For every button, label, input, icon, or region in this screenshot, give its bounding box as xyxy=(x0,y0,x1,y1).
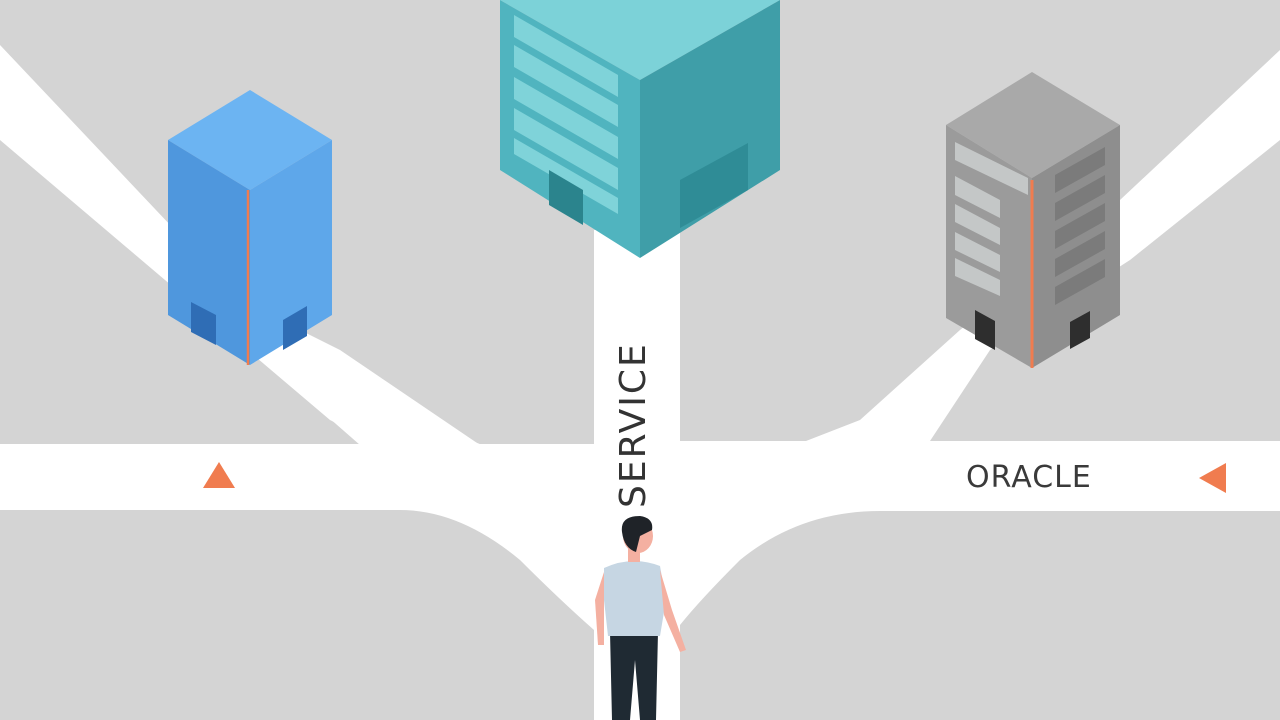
roads xyxy=(0,45,1280,720)
service-road-label: SERVICE xyxy=(613,342,654,508)
left-arrow-marker xyxy=(1199,463,1226,493)
blue-building xyxy=(168,90,332,365)
person-figure xyxy=(595,516,686,720)
gray-building xyxy=(946,72,1120,368)
oracle-road-label: ORACLE xyxy=(966,460,1092,495)
up-arrow-marker xyxy=(203,462,235,488)
teal-building xyxy=(500,0,780,258)
